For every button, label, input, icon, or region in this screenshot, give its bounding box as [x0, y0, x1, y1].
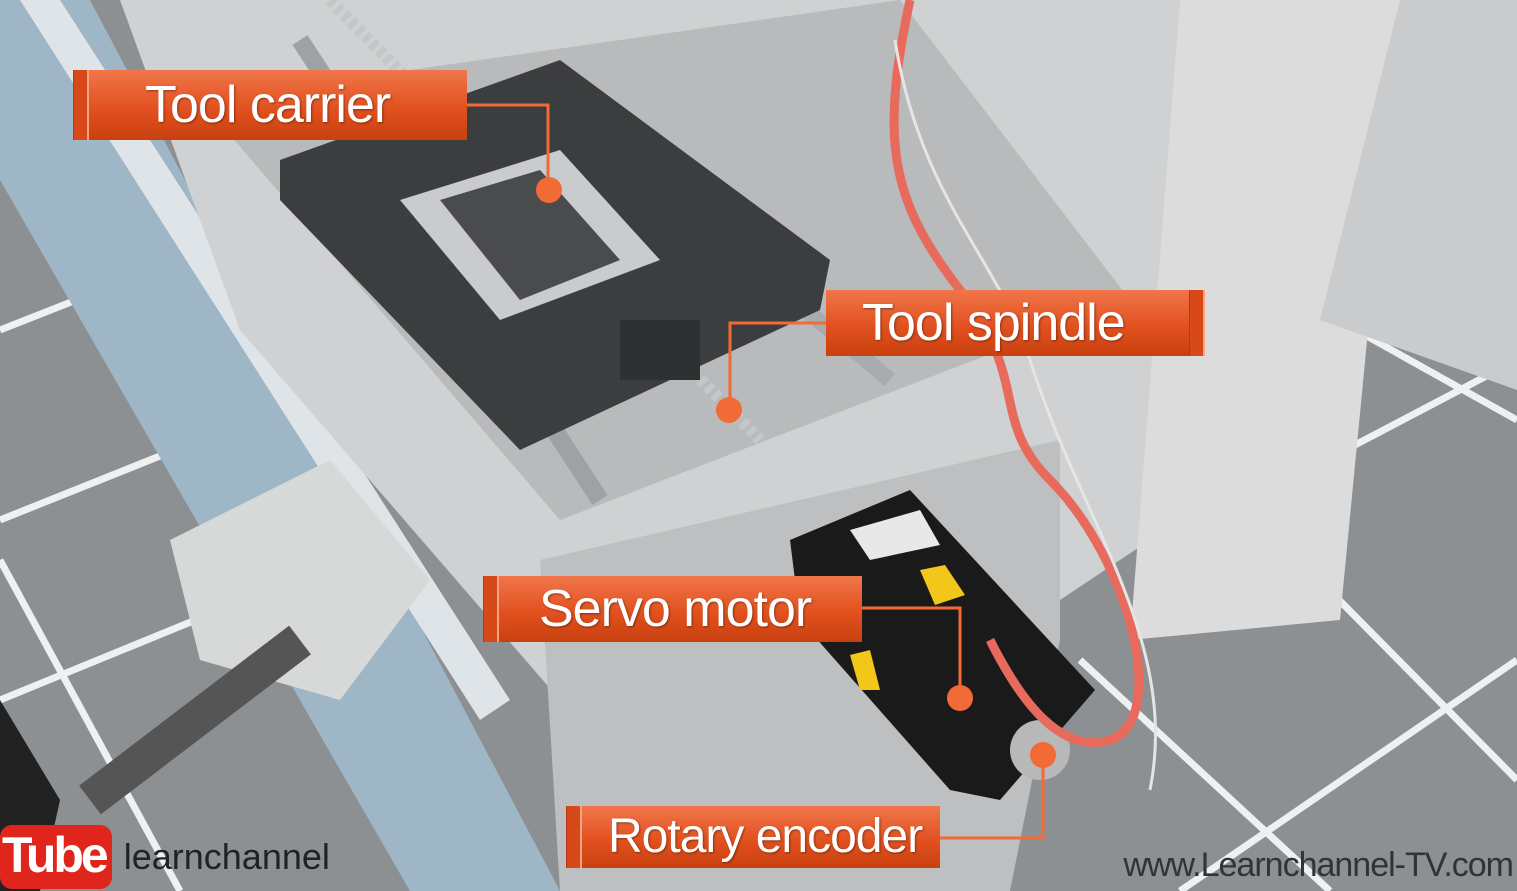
- label-strip: [1189, 290, 1205, 356]
- servo-motor-label: Servo motor: [483, 576, 862, 642]
- servo-motor-body: [790, 490, 1095, 800]
- side-rail: [0, 0, 560, 891]
- column: [1130, 0, 1400, 640]
- tool-spindle-text: Tool spindle: [862, 294, 1126, 352]
- label-strip: [483, 576, 499, 642]
- cable: [889, 0, 1144, 747]
- youtube-branding: Tube learnchannel: [0, 825, 330, 889]
- label-strip: [73, 70, 89, 140]
- website-url: www.Learnchannel-TV.com: [1123, 846, 1514, 884]
- rotary-encoder-dot: [1030, 742, 1056, 768]
- tool-spindle-label: Tool spindle: [826, 290, 1205, 356]
- tool-spindle-dot: [716, 397, 742, 423]
- rotary-encoder-label: Rotary encoder: [566, 806, 940, 868]
- leader-lines: [467, 103, 1045, 840]
- label-strip: [566, 806, 582, 868]
- tool-carrier-dot: [536, 177, 562, 203]
- rotary-encoder-text: Rotary encoder: [608, 810, 923, 863]
- support-arm: [170, 460, 430, 700]
- tool-carrier-text: Tool carrier: [145, 76, 391, 134]
- youtube-logo: Tube: [0, 825, 112, 889]
- servo-motor-text: Servo motor: [539, 580, 812, 638]
- channel-name: learnchannel: [123, 836, 330, 877]
- servo-motor-dot: [947, 685, 973, 711]
- tool-carrier-block: [280, 60, 830, 450]
- tool-carrier-label: Tool carrier: [73, 70, 467, 140]
